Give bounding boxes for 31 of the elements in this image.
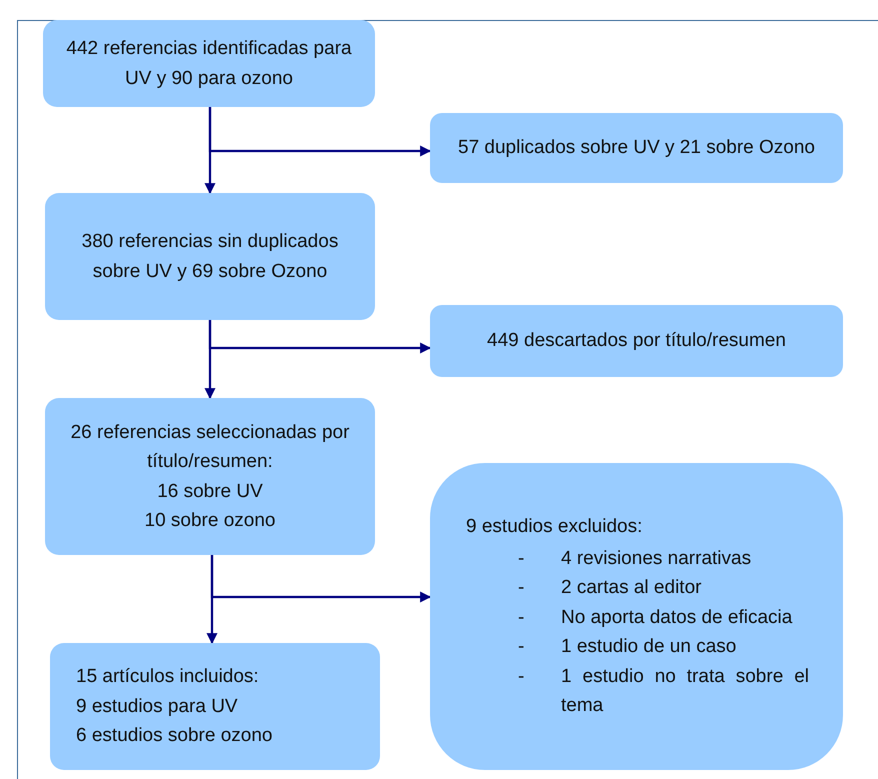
- box-text: 442 referencias identificadas para UV y 90 para ozono: [65, 37, 353, 90]
- box-text: 380 referencias sin duplicados sobre UV y 69 sobre Ozono: [80, 230, 340, 284]
- box-text: 9 estudios para UV: [76, 694, 238, 719]
- process-box: [45, 398, 375, 555]
- box-text: 6 estudios sobre ozono: [76, 724, 272, 748]
- list-item: No aporta datos de eficacia: [561, 606, 794, 630]
- list-item: 2 cartas al editor: [561, 576, 702, 600]
- arrow: [208, 107, 432, 156]
- process-box: [430, 463, 843, 770]
- list-dash: -: [517, 546, 526, 571]
- list-item: 1 estudio no trata sobre el tema: [561, 664, 809, 718]
- box-text: 10 sobre ozono: [144, 508, 276, 533]
- list-dash: -: [517, 664, 526, 689]
- list-item: 1 estudio de un caso: [561, 635, 738, 660]
- list-dash: -: [517, 606, 526, 630]
- box-text: 16 sobre UV: [157, 480, 263, 504]
- list-dash: -: [517, 576, 526, 600]
- process-box: [50, 643, 380, 770]
- list-item: 4 revisiones narrativas: [561, 546, 752, 571]
- box-text: 15 artículos incluidos:: [76, 665, 259, 690]
- box-text: 26 referencias seleccionadas por título/resumen:: [70, 420, 350, 474]
- process-box: [45, 193, 375, 320]
- process-box: [430, 305, 843, 377]
- process-box: [43, 20, 375, 107]
- list-dash: -: [517, 635, 526, 660]
- heading: 9 estudios excluidos:: [466, 515, 642, 540]
- arrow: [210, 555, 432, 602]
- box-text: 57 duplicados sobre UV y 21 sobre Ozono: [458, 136, 815, 160]
- process-box: [430, 113, 843, 183]
- arrow: [208, 320, 432, 354]
- box-text: 449 descartados por título/resumen: [487, 329, 786, 354]
